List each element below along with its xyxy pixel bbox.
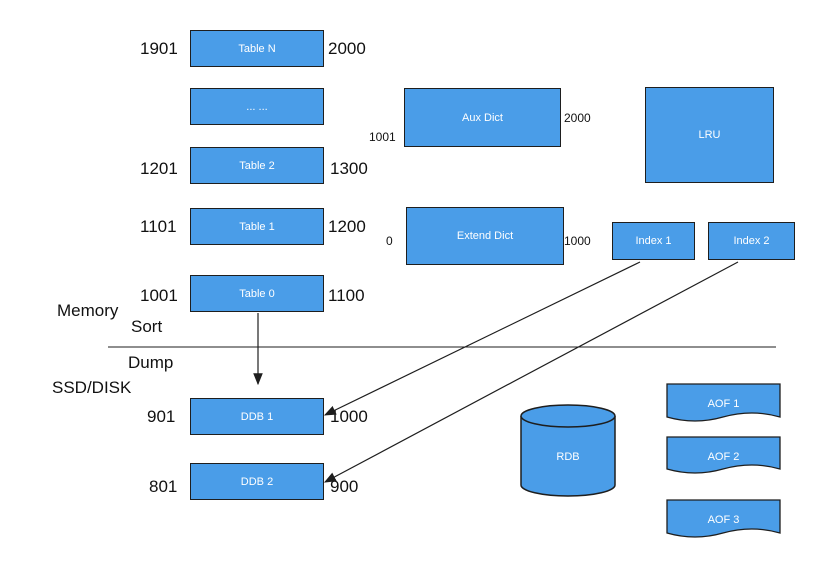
aof-1-label: AOF 1 [707, 398, 740, 410]
sort-label: Sort [131, 317, 163, 336]
rdb-label: RDB [556, 451, 580, 463]
index-1-box: Index 1 [612, 222, 695, 260]
memory-label: Memory [57, 301, 119, 320]
table-n-box: Table N [190, 30, 324, 67]
aux-dict-start: 1001 [369, 130, 396, 144]
ddb-1-label: DDB 1 [240, 410, 274, 423]
table-1-end: 1200 [328, 217, 366, 236]
table-2-label: Table 2 [239, 159, 275, 172]
table-0-end: 1100 [328, 286, 365, 305]
aux-dict-end: 2000 [564, 111, 591, 125]
ddb-1-end: 1000 [330, 407, 368, 426]
table-n-label: Table N [238, 42, 276, 55]
extend-dict-start: 0 [386, 234, 393, 248]
ddb-1-box: DDB 1 [190, 398, 324, 435]
ddb-1-start: 901 [147, 407, 176, 426]
table-n-start: 1901 [140, 39, 178, 58]
table-2-box: Table 2 [190, 147, 324, 184]
lru-box: LRU [645, 87, 774, 183]
extend-dict-end: 1000 [564, 234, 591, 248]
table-1-box: Table 1 [190, 208, 324, 245]
table-2-end: 1300 [330, 159, 368, 178]
ddb-2-box: DDB 2 [190, 463, 324, 500]
extend-dict-box: Extend Dict [406, 207, 564, 265]
ddb-2-start: 801 [149, 477, 178, 496]
table-2-start: 1201 [140, 159, 178, 178]
rdb-cylinder [520, 404, 616, 497]
ddb-2-end: 900 [330, 477, 359, 496]
aof-3-document [666, 499, 781, 538]
table-0-box: Table 0 [190, 275, 324, 312]
index-1-label: Index 1 [635, 235, 672, 247]
aof-2-label: AOF 2 [707, 451, 740, 463]
index-1-to-ddb-1-arrow [323, 261, 641, 416]
table-1-start: 1101 [140, 217, 177, 236]
index-2-box: Index 2 [708, 222, 795, 260]
lru-label: LRU [698, 129, 721, 141]
table-0-label: Table 0 [239, 287, 275, 300]
aux-dict-box: Aux Dict [404, 88, 561, 147]
aux-dict-label: Aux Dict [462, 111, 503, 124]
aof-3-label: AOF 3 [707, 514, 740, 526]
table-1-label: Table 1 [239, 220, 275, 233]
table-ellipsis-label: ... ... [246, 100, 268, 113]
table-0-start: 1001 [140, 286, 178, 305]
ssd-disk-label: SSD/DISK [52, 378, 132, 397]
aof-1-document [666, 383, 781, 422]
table-ellipsis-box: ... ... [190, 88, 324, 125]
dump-label: Dump [128, 353, 174, 372]
aof-2-document [666, 436, 781, 474]
extend-dict-label: Extend Dict [456, 230, 514, 242]
ddb-2-label: DDB 2 [240, 475, 274, 488]
table-n-end: 2000 [328, 39, 366, 58]
index-2-to-ddb-2-arrow [323, 261, 739, 483]
index-2-label: Index 2 [733, 235, 770, 247]
